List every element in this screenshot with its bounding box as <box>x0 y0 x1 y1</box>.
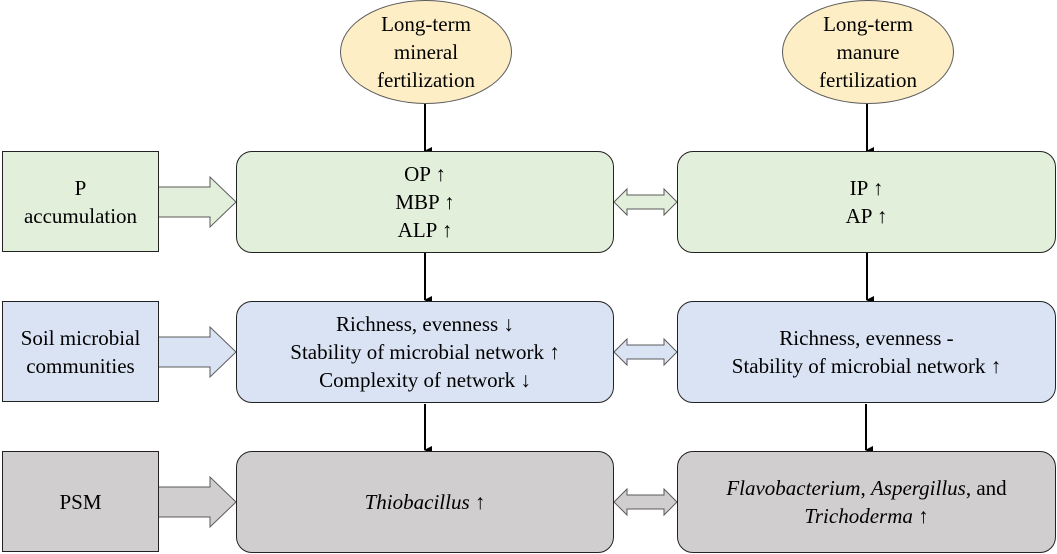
block-arrow-double-icon <box>613 187 678 217</box>
box-line: Stability of microbial network ↑ <box>290 340 560 364</box>
side-label-line: P <box>74 175 87 200</box>
node-line: Long-term <box>823 12 913 36</box>
manure-psm-box: Flavobacterium, Aspergillus, and Trichod… <box>677 451 1056 553</box>
separator: , <box>860 476 871 500</box>
block-arrow-double-icon <box>613 337 678 367</box>
block-arrow-right-icon <box>157 175 237 229</box>
side-label-line: communities <box>26 353 135 378</box>
side-label-p-accumulation: P accumulation <box>2 151 159 252</box>
manure-fertilization-node: Long-term manure fertilization <box>782 0 954 104</box>
block-arrow-right-icon <box>157 475 237 529</box>
box-line: Thiobacillus ↑ <box>365 488 486 516</box>
box-line: Complexity of network ↓ <box>319 368 531 392</box>
side-label-psm: PSM <box>2 451 159 552</box>
node-line: Long-term <box>381 12 471 36</box>
mineral-microbial-box: Richness, evenness ↓ Stability of microb… <box>236 301 614 403</box>
node-line: manure <box>836 40 900 64</box>
box-line: Richness, evenness - <box>779 326 954 350</box>
box-line: Richness, evenness ↓ <box>336 312 514 336</box>
box-line: AP ↑ <box>845 204 888 228</box>
node-line: fertilization <box>377 68 475 92</box>
separator: , and <box>965 476 1007 500</box>
manure-microbial-box: Richness, evenness - Stability of microb… <box>677 301 1056 403</box>
side-label-line: Soil microbial <box>20 325 141 350</box>
block-arrow-double-icon <box>613 487 678 517</box>
taxon-name: Trichoderma <box>804 504 913 528</box>
mineral-fertilization-node: Long-term mineral fertilization <box>340 0 512 104</box>
manure-p-box: IP ↑ AP ↑ <box>677 151 1056 253</box>
box-line: IP ↑ <box>849 176 884 200</box>
box-line: Trichoderma ↑ <box>804 502 928 530</box>
box-line: OP ↑ <box>404 162 446 186</box>
mineral-p-box: OP ↑ MBP ↑ ALP ↑ <box>236 151 614 253</box>
taxon-name: Flavobacterium <box>726 476 861 500</box>
trend-indicator: ↑ <box>469 490 486 514</box>
trend-indicator: ↑ <box>912 504 929 528</box>
box-line: MBP ↑ <box>395 190 455 214</box>
side-label-soil-microbial-communities: Soil microbial communities <box>2 301 159 402</box>
side-label-line: accumulation <box>23 203 138 228</box>
box-line: Flavobacterium, Aspergillus, and <box>726 474 1006 502</box>
mineral-psm-box: Thiobacillus ↑ <box>236 451 614 553</box>
node-line: fertilization <box>819 68 917 92</box>
box-line: ALP ↑ <box>397 218 453 242</box>
taxon-name: Thiobacillus <box>364 490 470 514</box>
side-label-line: PSM <box>59 489 102 514</box>
box-line: Stability of microbial network ↑ <box>731 354 1002 378</box>
block-arrow-right-icon <box>157 325 237 379</box>
taxon-name: Aspergillus <box>870 476 966 500</box>
node-line: mineral <box>393 40 459 64</box>
